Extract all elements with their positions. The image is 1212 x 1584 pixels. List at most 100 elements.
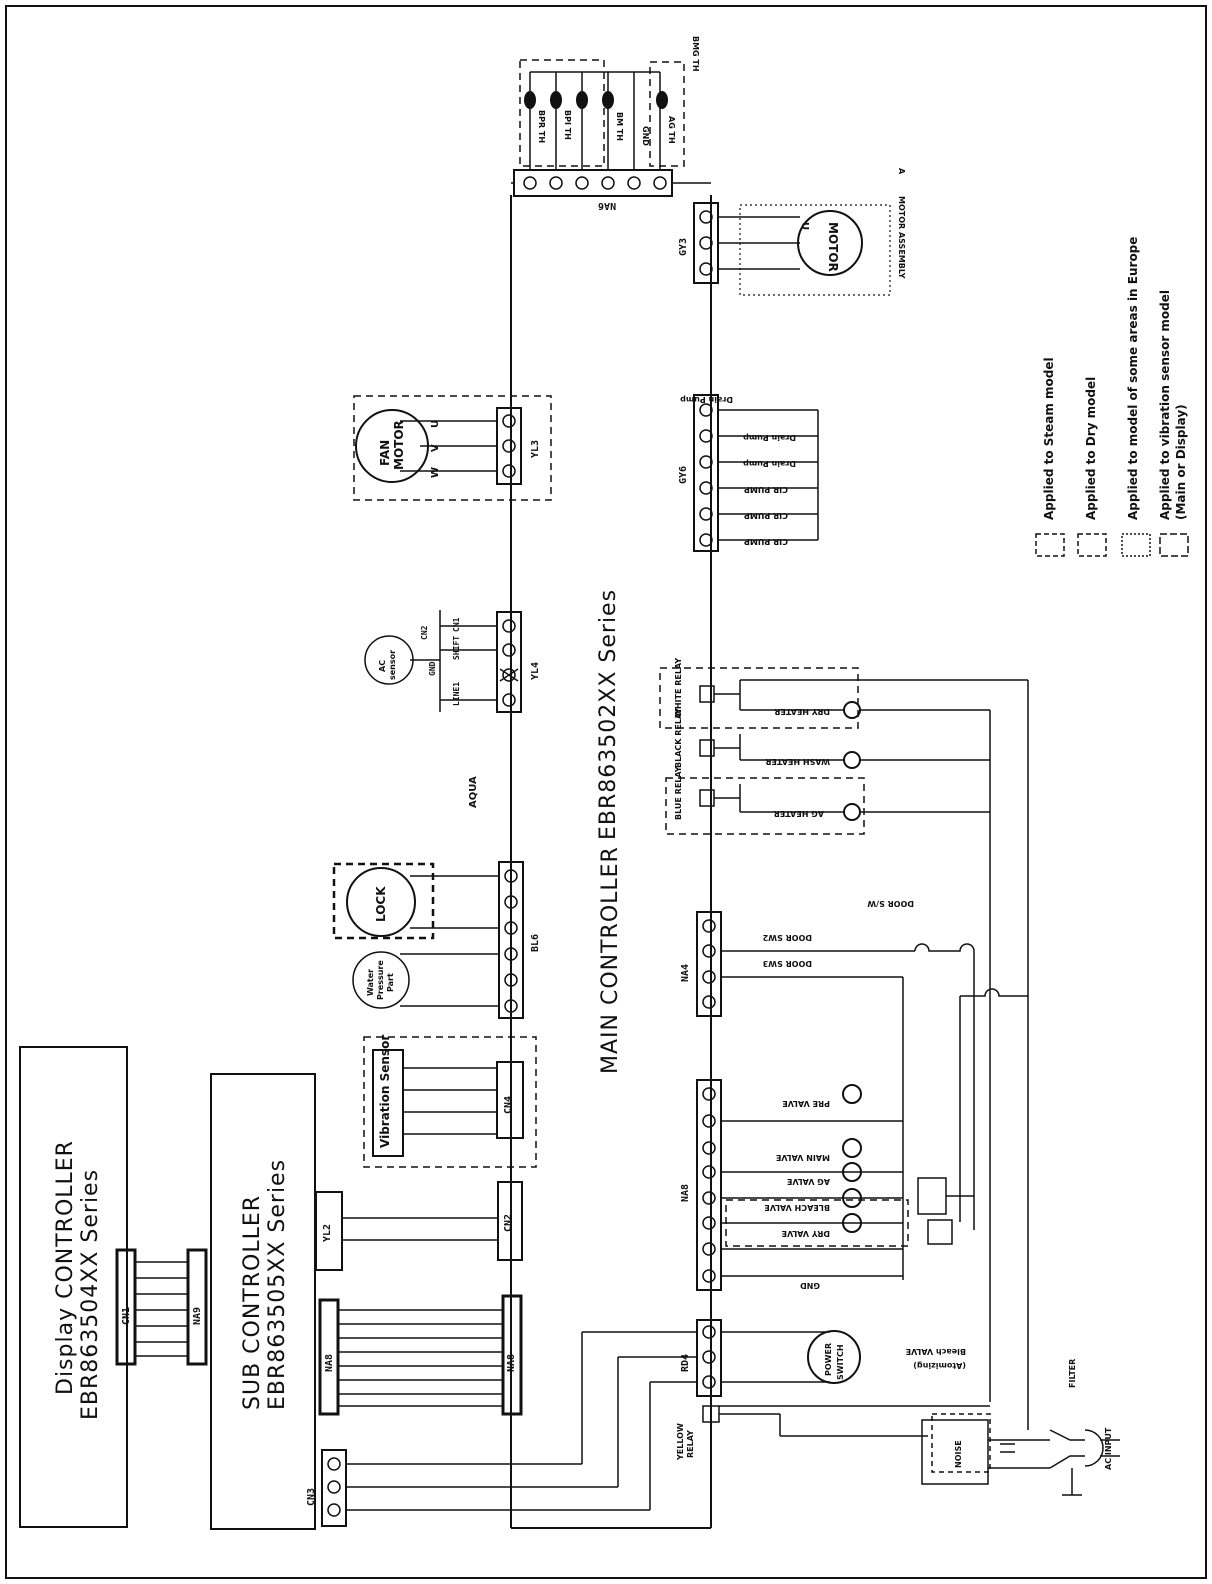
- rd4-connector: [696, 1319, 722, 1397]
- water-pressure-symbol: [352, 951, 410, 1009]
- legend-vibration: Applied to vibration sensor model: [1158, 289, 1172, 520]
- ac-sensor-symbol: [364, 635, 414, 685]
- pump-3: Drain Pump: [743, 459, 796, 468]
- legend-steam: Applied to Steam model: [1042, 357, 1056, 520]
- gy6-label: GY6: [678, 465, 689, 484]
- display-controller-part: EBR863504XX Series: [78, 1168, 103, 1420]
- pump-6: CIR PUMP: [744, 537, 788, 546]
- cn1-na9-harness: [135, 1261, 188, 1357]
- ac-pin-shift: SHIFT: [452, 635, 461, 660]
- na4-label: NA4: [680, 963, 691, 982]
- pump-1: Drain Pump: [680, 395, 733, 404]
- dry-model-fan-dashed: [353, 395, 552, 501]
- legend-dry: Applied to Dry model: [1084, 376, 1098, 520]
- cn1-label: CN1: [121, 1306, 132, 1325]
- dry-heater-symbol: [843, 701, 861, 719]
- bleach-atomizing-line2: (Atomizing): [913, 1361, 966, 1370]
- pump-5: CIR PUMP: [744, 511, 788, 520]
- power-switch-line2: SWITCH: [836, 1344, 845, 1380]
- na8-harness: [338, 1309, 503, 1407]
- power-switch-symbol: [807, 1330, 861, 1384]
- ag-valve-label: AG VALVE: [786, 1177, 830, 1186]
- thermistor-gnd: GND: [641, 126, 650, 146]
- motor-assembly-box: [739, 204, 891, 296]
- pump-2: Drain Pump: [743, 433, 796, 442]
- thermistor-bpr: BPR TH: [537, 110, 546, 144]
- water-pressure-line1: Water: [366, 968, 375, 996]
- door-sw-label: DOOR S/W: [867, 899, 914, 908]
- na8-sub-connector: [318, 1298, 340, 1416]
- ag-thermistor-dashed: [649, 61, 685, 167]
- thermistor-bmg: BMG TH: [691, 36, 700, 72]
- fan-motor-symbol: [355, 409, 429, 483]
- display-controller-title: Display CONTROLLER: [53, 1140, 78, 1395]
- na9-label: NA9: [192, 1306, 203, 1325]
- steam-thermistor-dashed: [519, 59, 605, 167]
- vibration-sensor-box: [372, 1049, 404, 1157]
- pump-4: CIR PUMP: [744, 485, 788, 494]
- yl3-connector: [496, 407, 522, 485]
- door-sw3-label: DOOR SW3: [762, 959, 812, 968]
- bl6-label: BL6: [530, 933, 541, 952]
- vibration-dashed: [363, 1036, 537, 1168]
- yl4-label: YL4: [530, 661, 541, 680]
- thermistor-bm: BM TH: [615, 112, 624, 141]
- yellow-relay-line1: YELLOW: [676, 1423, 685, 1460]
- gy6-connector: [693, 394, 719, 552]
- ac-sensor-line1: AC: [378, 659, 387, 672]
- yl2-label: YL2: [322, 1223, 333, 1242]
- fan-motor-line2: MOTOR: [392, 420, 406, 470]
- legend-europe: Applied to model of some areas in Europe: [1126, 236, 1140, 520]
- gnd-label: GND: [800, 1281, 820, 1290]
- ac-sensor-line2: sensor: [388, 649, 397, 680]
- dry-valve-symbol: [842, 1213, 862, 1233]
- cn3-connector: [321, 1449, 347, 1527]
- cn2-label: CN2: [503, 1213, 514, 1232]
- fan-pin-v: V: [430, 444, 441, 452]
- main-controller-part: EBR863502XX Series: [596, 588, 621, 840]
- blue-relay-label: BLUE RELAY: [674, 766, 683, 820]
- yl3-label: YL3: [530, 439, 541, 458]
- gy3-connector: [693, 202, 719, 284]
- filter-label: FILTER: [1068, 1358, 1077, 1388]
- cn3-label: CN3: [306, 1487, 317, 1506]
- aqua-label: AQUA: [468, 776, 479, 808]
- yl2-box: [315, 1191, 343, 1271]
- dry-heater-dashed: [659, 667, 859, 729]
- na8-sub-label: NA8: [324, 1353, 335, 1372]
- sub-controller-title: SUB CONTROLLER: [240, 1194, 265, 1410]
- pre-valve-label: PRE VALVE: [782, 1099, 830, 1108]
- cn4-connector: [496, 1061, 524, 1139]
- legend-box-europe: [1121, 533, 1151, 557]
- noise-filter-dashed: [931, 1413, 991, 1473]
- cn1-connector: [115, 1248, 137, 1366]
- main-controller-title: MAIN CONTROLLER: [598, 846, 623, 1074]
- motor-assembly-label: MOTOR ASSEMBLY: [897, 196, 906, 279]
- rd4-label: RD4: [680, 1353, 691, 1372]
- bleach-atomizing-line1: Bleach VALVE: [905, 1347, 966, 1356]
- motor-label: MOTOR: [826, 222, 840, 272]
- na6-connector: [513, 169, 673, 197]
- legend-box-vibration: [1159, 533, 1189, 557]
- fan-pin-u: U: [430, 419, 441, 428]
- ac-input-label: AC INPUT: [1104, 1427, 1113, 1470]
- yellow-relay-line2: RELAY: [686, 1430, 695, 1458]
- cn4-label: CN4: [503, 1095, 514, 1114]
- ag-heater-dashed: [665, 777, 865, 835]
- bleach-valve-label: BLEACH VALVE: [764, 1203, 830, 1212]
- ag-valve-symbol: [842, 1162, 862, 1182]
- legend-box-steam: [1035, 533, 1065, 557]
- legend-box-dry: [1077, 533, 1107, 557]
- dry-heater-label: DRY HEATER: [774, 707, 830, 716]
- vibration-sensor-label: Vibration Sensor: [378, 1034, 392, 1148]
- thermistor-ag: AG TH: [667, 116, 676, 144]
- black-relay-label: BLACK RELAY: [674, 707, 683, 768]
- na8-main-label: NA8: [506, 1353, 517, 1372]
- ac-pin-cn2: CN2: [420, 625, 429, 640]
- wash-heater-symbol: [843, 751, 861, 769]
- na8-valve-label: NA8: [680, 1183, 691, 1202]
- display-controller-box: [19, 1046, 128, 1528]
- sub-controller-part: EBR863505XX Series: [265, 1158, 290, 1410]
- pre-valve-symbol: [842, 1084, 862, 1104]
